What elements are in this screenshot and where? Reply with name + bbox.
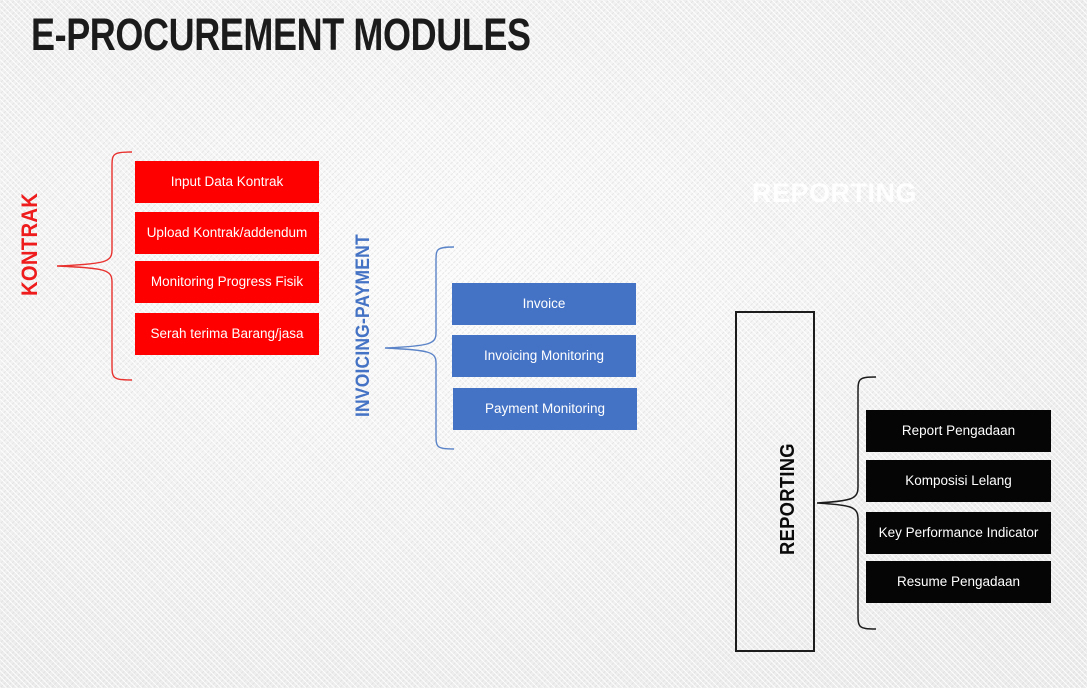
module-box-payment-monitoring[interactable]: Payment Monitoring bbox=[453, 388, 637, 430]
module-box-invoice[interactable]: Invoice bbox=[452, 283, 636, 325]
module-box-komposisi-lelang[interactable]: Komposisi Lelang bbox=[866, 460, 1051, 502]
module-box-invoicing-monitoring[interactable]: Invoicing Monitoring bbox=[452, 335, 636, 377]
brace-invoicing-payment bbox=[384, 246, 455, 450]
module-box-upload-kontrak-addendum[interactable]: Upload Kontrak/addendum bbox=[135, 212, 319, 254]
module-box-key-performance-indicator[interactable]: Key Performance Indicator bbox=[866, 512, 1051, 554]
module-box-input-data-kontrak[interactable]: Input Data Kontrak bbox=[135, 161, 319, 203]
module-box-monitoring-progress-fisik[interactable]: Monitoring Progress Fisik bbox=[135, 261, 319, 303]
group-label-reporting: REPORTING bbox=[777, 443, 799, 555]
group-label-invoicing-payment: INVOICING-PAYMENT bbox=[353, 234, 374, 417]
group-label-kontrak: KONTRAK bbox=[17, 192, 42, 296]
brace-kontrak bbox=[56, 151, 133, 381]
module-box-serah-terima-barang-jasa[interactable]: Serah terima Barang/jasa bbox=[135, 313, 319, 355]
page-title: E-PROCUREMENT MODULES bbox=[31, 9, 531, 60]
module-box-resume-pengadaan[interactable]: Resume Pengadaan bbox=[866, 561, 1051, 603]
reporting-watermark-text: REPORTING bbox=[752, 178, 918, 208]
reporting-frame bbox=[735, 311, 815, 652]
module-box-report-pengadaan[interactable]: Report Pengadaan bbox=[866, 410, 1051, 452]
